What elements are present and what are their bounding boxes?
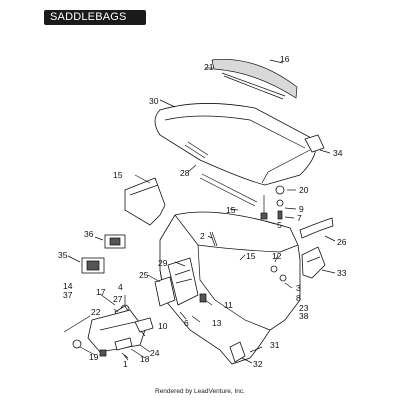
- callout-15c: 15: [246, 251, 256, 261]
- saddlebag-lid: [154, 103, 317, 186]
- washer-19: [72, 339, 82, 349]
- callout-38: 38: [299, 311, 309, 321]
- callout-15a: 15: [113, 170, 123, 180]
- callout-28: 28: [180, 168, 190, 178]
- side-trim: [299, 217, 334, 239]
- lid-trim-strip: [211, 59, 298, 99]
- callout-13: 13: [212, 318, 222, 328]
- callout-30: 30: [149, 96, 159, 106]
- callout-11: 11: [224, 300, 233, 310]
- callout-5: 5: [277, 220, 282, 230]
- latch-wire: [63, 315, 91, 333]
- callout-labels: 16 21 30 34 15 28 20 9 7 5 26 15 2 33 12…: [58, 54, 347, 369]
- callout-33: 33: [337, 268, 347, 278]
- callout-1: 1: [123, 359, 128, 369]
- washer-9: [276, 199, 284, 207]
- callout-20: 20: [299, 185, 309, 195]
- plate-18: [114, 337, 133, 351]
- callout-27: 27: [113, 294, 123, 304]
- screw-12a: [270, 265, 278, 273]
- callout-7: 7: [297, 213, 302, 223]
- mount-bracket-33: [301, 246, 326, 279]
- diagram-title-badge: SADDLEBAGS: [44, 10, 146, 25]
- callout-29: 29: [158, 258, 168, 268]
- bracket-10: [134, 317, 154, 333]
- rendered-by-footer: Rendered by LeadVenture, Inc.: [155, 388, 245, 395]
- bumper-foot: [229, 341, 246, 363]
- screw-12b: [279, 274, 287, 282]
- callout-10: 10: [158, 321, 168, 331]
- screw-7: [277, 210, 283, 220]
- callout-4: 4: [118, 282, 123, 292]
- callout-26: 26: [337, 237, 347, 247]
- support-strap: [199, 173, 258, 207]
- callout-34: 34: [333, 148, 343, 158]
- callout-6: 6: [184, 318, 189, 328]
- callout-3: 3: [296, 283, 301, 293]
- callout-37: 37: [63, 290, 73, 300]
- nut-5: [260, 212, 268, 220]
- saddlebag-body: [159, 211, 301, 365]
- screw-1: [121, 352, 129, 359]
- callout-8: 8: [296, 293, 301, 303]
- callout-32: 32: [253, 359, 263, 369]
- callout-22: 22: [91, 307, 101, 317]
- callout-31: 31: [270, 340, 280, 350]
- callout-23: 23: [299, 303, 309, 313]
- screw-22: [99, 349, 107, 357]
- callout-17: 17: [96, 287, 106, 297]
- callout-15b: 15: [226, 205, 236, 215]
- leader-lines: [67, 59, 336, 364]
- washer-20: [275, 185, 285, 195]
- callout-25: 25: [139, 270, 149, 280]
- callout-24: 24: [150, 348, 160, 358]
- callout-36: 36: [84, 229, 94, 239]
- callout-18: 18: [140, 354, 150, 364]
- latch-bracket: [304, 134, 325, 153]
- hinge-rod: [184, 141, 209, 159]
- hinge-plate: [124, 177, 166, 226]
- callout-9: 9: [299, 204, 304, 214]
- callout-19: 19: [89, 352, 99, 362]
- callout-35: 35: [58, 250, 68, 260]
- pin-11: [199, 293, 207, 303]
- callout-16: 16: [280, 54, 290, 64]
- trim-gasket: [221, 72, 286, 100]
- callout-21: 21: [204, 62, 214, 72]
- callout-2: 2: [200, 231, 205, 241]
- diagram-title: SADDLEBAGS: [50, 11, 127, 23]
- latch-plate-25: [154, 276, 176, 307]
- callout-14: 14: [63, 281, 73, 291]
- callout-12: 12: [272, 251, 282, 261]
